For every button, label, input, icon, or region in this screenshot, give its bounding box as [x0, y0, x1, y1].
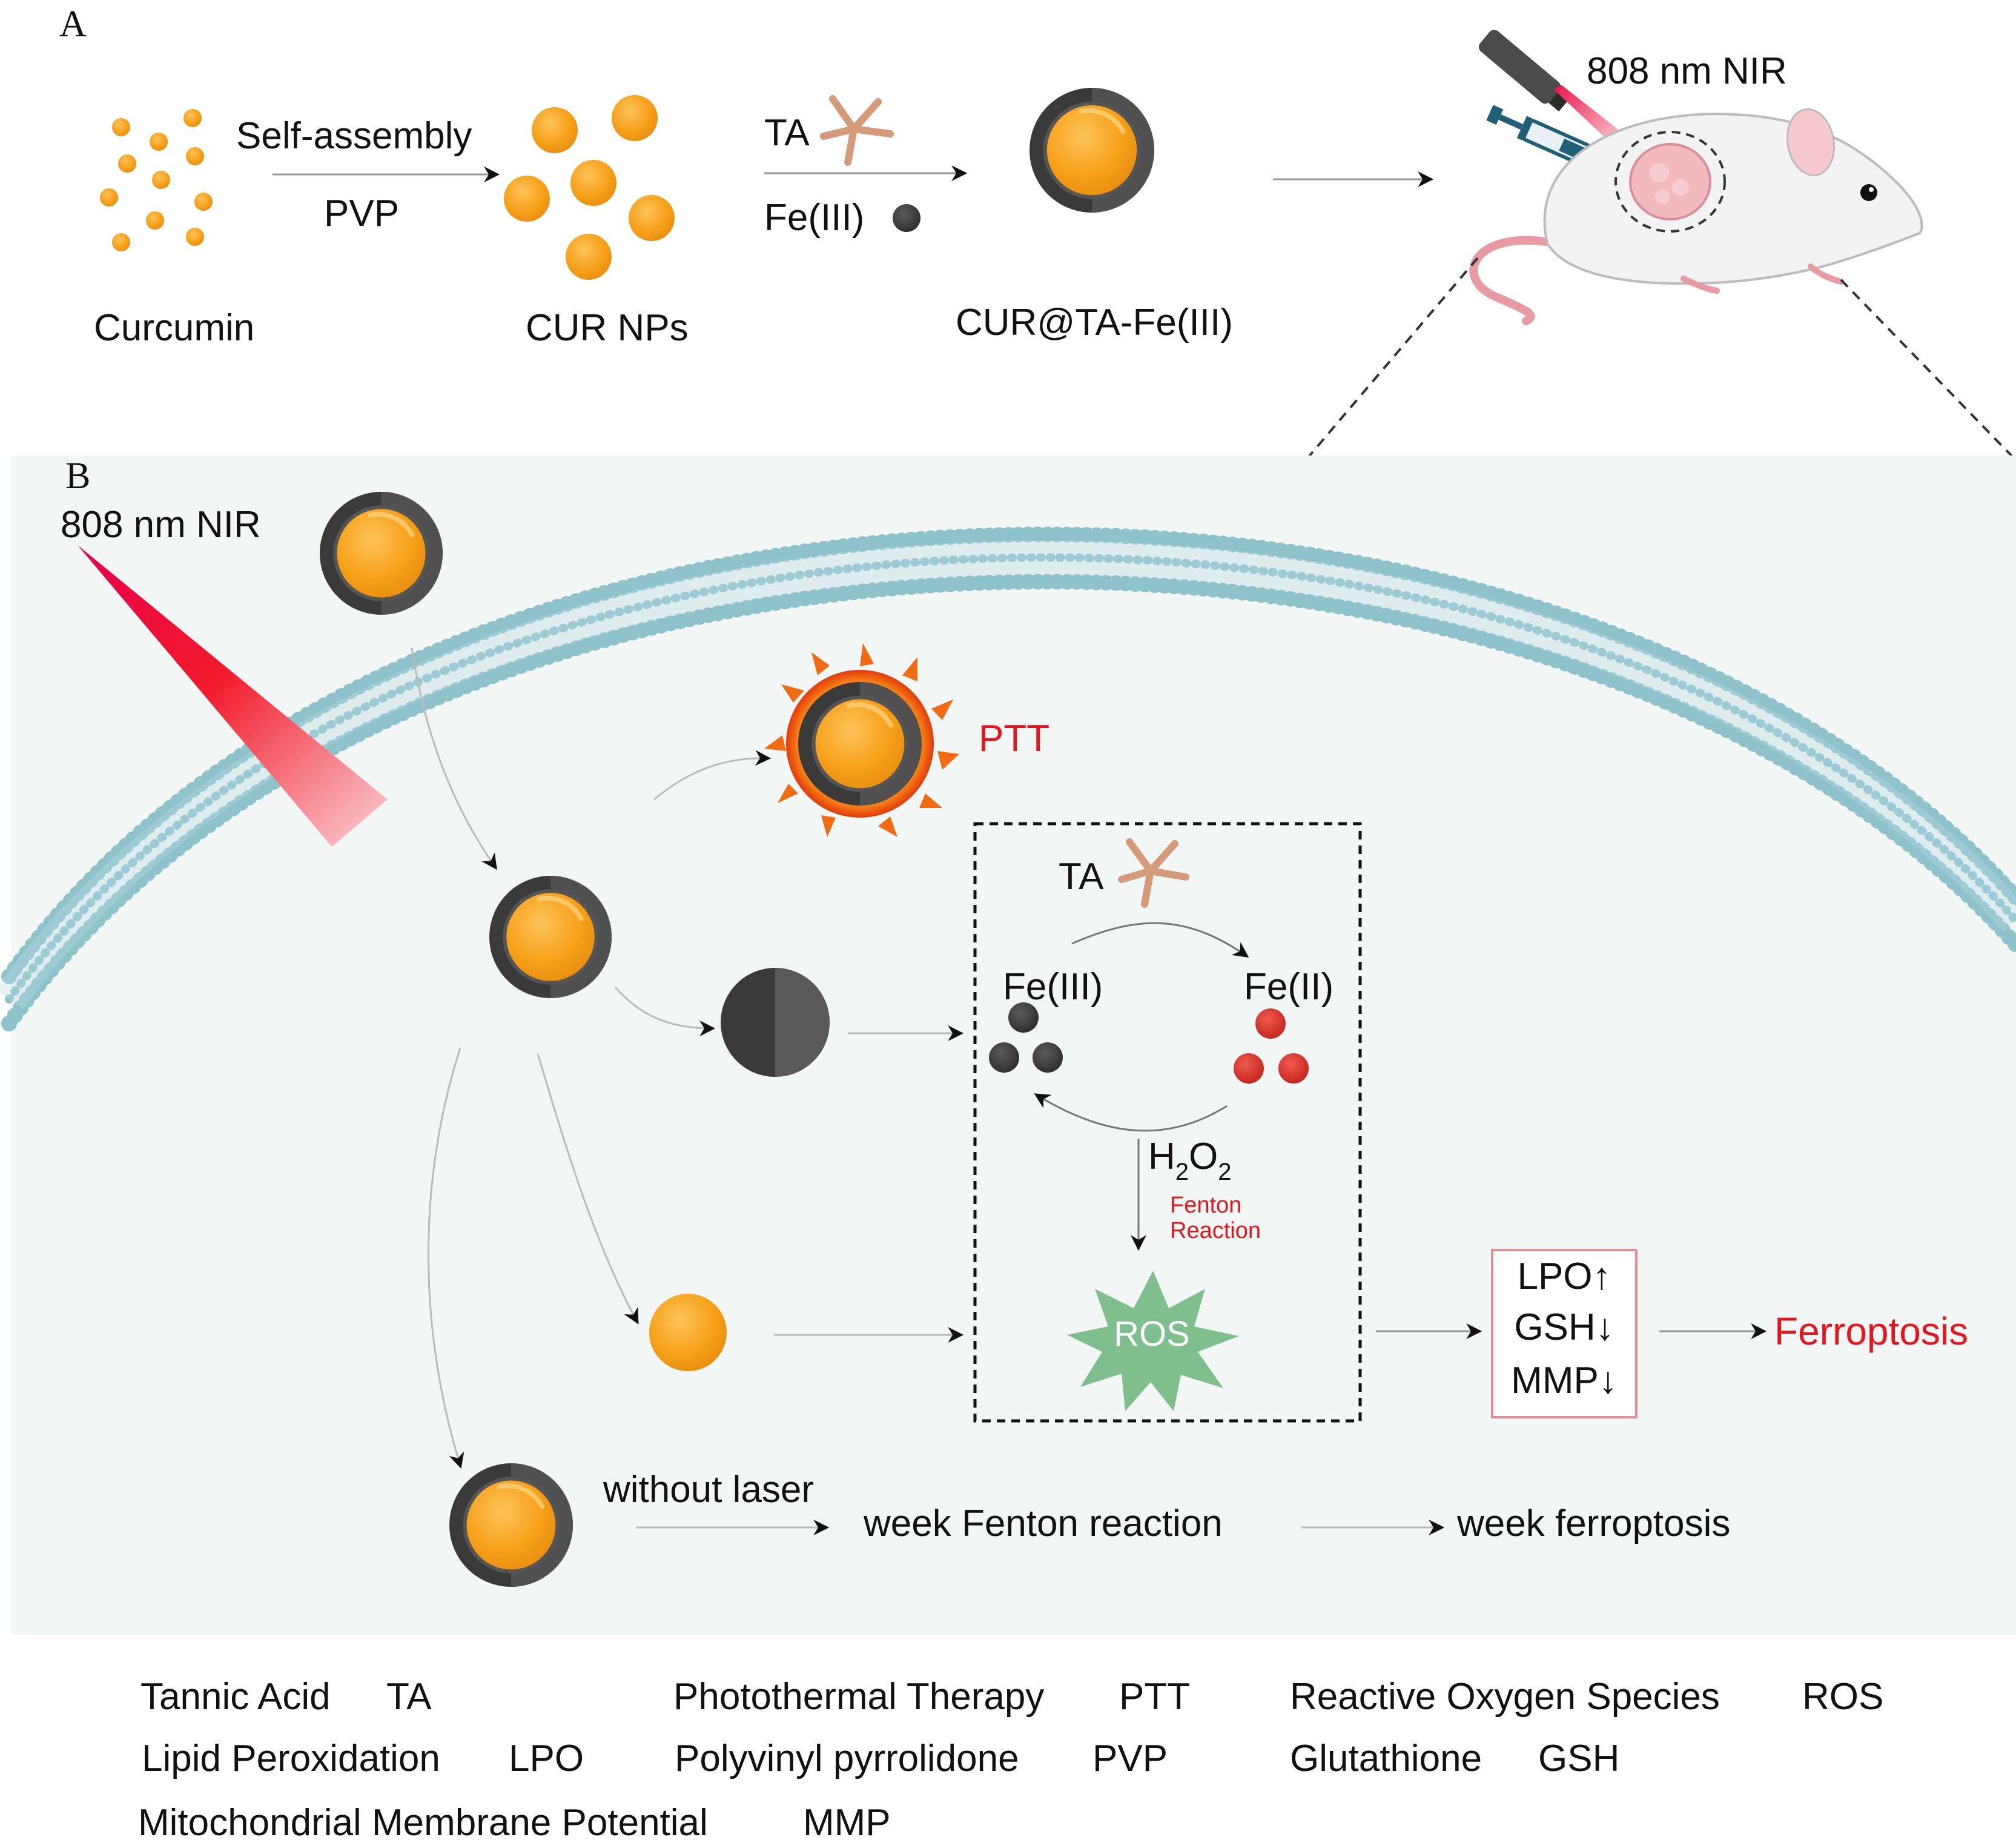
curcumin-core — [649, 1294, 727, 1371]
fe2-ions — [1234, 1008, 1309, 1084]
ta-label-a: TA — [764, 112, 810, 154]
legend-name-mmp: Mitochondrial Membrane Potential — [138, 1802, 708, 1840]
laser-label-a: 808 nm NIR — [1587, 50, 1787, 92]
h2o2-label: H2O2 — [1148, 1136, 1232, 1185]
fenton-cycle-box — [973, 822, 1362, 1423]
reduction-arrow — [1071, 922, 1249, 958]
legend-abbr-ptt: PTT — [1119, 1676, 1190, 1718]
legend-abbr-ta: TA — [386, 1676, 432, 1718]
pvp-label: PVP — [324, 193, 399, 234]
nanoparticle-internalized — [489, 876, 612, 998]
branch-arrow-shell — [614, 987, 716, 1036]
fe2-label-b: Fe(II) — [1244, 966, 1334, 1008]
zoom-line-right — [1840, 279, 2016, 462]
fe3-label-a: Fe(III) — [764, 197, 864, 239]
cur-nps-label: CUR NPs — [526, 307, 689, 349]
cur-ta-fe-nanoparticle — [1029, 88, 1154, 213]
ptt-label: PTT — [979, 718, 1049, 759]
legend-name-ta: Tannic Acid — [140, 1676, 331, 1718]
panel-a-letter: A — [59, 4, 87, 45]
cur-nanoparticles — [504, 95, 675, 280]
weak-ferroptosis-label: week ferroptosis — [1456, 1503, 1730, 1544]
curcumin-label: Curcumin — [94, 307, 254, 349]
legend-name-lpo: Lipid Peroxidation — [142, 1738, 440, 1779]
abbreviation-legend: Tannic Acid TA Photothermal Therapy PTT … — [138, 1676, 1883, 1840]
ros-label: ROS — [1114, 1314, 1190, 1354]
branch-arrow-core — [537, 1053, 639, 1325]
tannic-acid-icon-b — [1118, 838, 1189, 908]
panel-a: A Curcumin Self-assembly PVP CUR NPs TA … — [59, 4, 2016, 462]
curcumin-molecules — [100, 109, 213, 251]
weak-fenton-label: week Fenton reaction — [863, 1503, 1223, 1544]
panel-b: B 808 nm NIR PTT — [0, 455, 2016, 1635]
laser-beam — [78, 545, 388, 847]
zoom-line-left — [1304, 257, 1479, 462]
marker-lpo: LPO↑ — [1517, 1256, 1611, 1297]
legend-abbr-lpo: LPO — [509, 1738, 584, 1779]
uptake-arrow — [411, 647, 497, 870]
marker-mmp: MMP↓ — [1511, 1360, 1618, 1402]
fe3-ion-icon — [893, 204, 920, 232]
marker-gsh: GSH↓ — [1514, 1306, 1614, 1348]
fenton-label-line1: Fenton — [1170, 1193, 1241, 1218]
laser-label-b: 808 nm NIR — [61, 504, 261, 546]
ptt-arrow — [653, 750, 772, 801]
ros-burst-icon — [1067, 1271, 1239, 1411]
fe3-label-b: Fe(III) — [1003, 966, 1103, 1008]
laser-device-icon — [1478, 30, 1623, 145]
legend-abbr-mmp: MMP — [803, 1802, 891, 1840]
oxidation-arrow — [1034, 1093, 1228, 1132]
legend-abbr-ros: ROS — [1802, 1676, 1883, 1718]
mouse-icon — [1469, 108, 1923, 325]
panel-b-letter: B — [65, 455, 90, 497]
legend-name-ros: Reactive Oxygen Species — [1290, 1676, 1720, 1718]
ptt-nanoparticle — [764, 643, 959, 837]
markers-box — [1491, 1249, 1638, 1418]
legend-name-pvp: Polyvinyl pyrrolidone — [675, 1738, 1019, 1779]
branch-arrow-no-laser — [428, 1047, 464, 1469]
legend-abbr-gsh: GSH — [1538, 1738, 1619, 1779]
fenton-label-line2: Reaction — [1170, 1218, 1261, 1243]
product-label: CUR@TA-Fe(III) — [956, 302, 1233, 343]
ferroptosis-label: Ferroptosis — [1774, 1309, 1968, 1353]
without-laser-label: without laser — [603, 1469, 814, 1511]
ta-fe-shell — [721, 968, 830, 1077]
fe3-ions — [989, 1002, 1063, 1073]
nanoparticle-extracellular — [320, 492, 443, 615]
legend-name-gsh: Glutathione — [1290, 1738, 1482, 1779]
ta-label-b: TA — [1059, 856, 1104, 898]
tannic-acid-icon — [820, 95, 894, 166]
legend-name-ptt: Photothermal Therapy — [673, 1676, 1044, 1718]
self-assembly-label: Self-assembly — [236, 115, 472, 157]
legend-abbr-pvp: PVP — [1092, 1738, 1168, 1779]
panel-b-background — [11, 455, 2016, 1635]
nanoparticle-no-laser — [449, 1463, 573, 1587]
